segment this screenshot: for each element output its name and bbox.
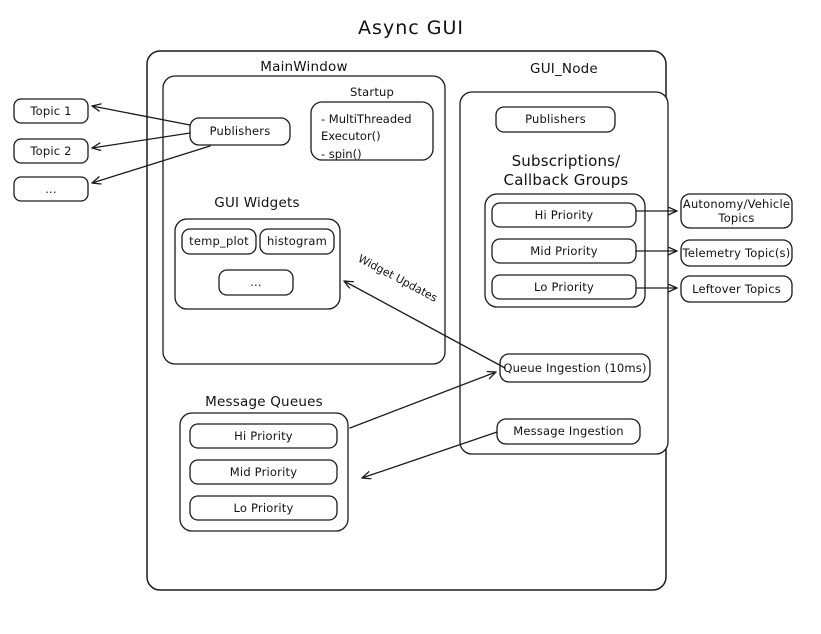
edge-publishers-to-topic-1 (91, 106, 191, 126)
message-ingestion-label[interactable]: Message Ingestion (513, 424, 624, 439)
message-queues-title: Message Queues (205, 393, 323, 410)
subscriptions-title: Subscriptions/ Callback Groups (503, 151, 629, 190)
main-window-publishers-label[interactable]: Publishers (209, 124, 271, 139)
widget-ellipsis-label[interactable]: ... (250, 275, 262, 290)
gui-node-title: GUI_Node (530, 60, 598, 77)
topic-1-label[interactable]: Topic 1 (30, 103, 72, 118)
page-title: Async GUI (358, 17, 464, 40)
topic-2-label[interactable]: Topic 2 (30, 143, 72, 158)
main-window-title: MainWindow (260, 58, 348, 75)
message-queue-mid-priority-label[interactable]: Mid Priority (229, 464, 298, 479)
gui-widgets-title: GUI Widgets (214, 194, 300, 211)
autonomy-vehicle-topics-label[interactable]: Autonomy/Vehicle Topics (682, 196, 791, 225)
widget-histogram-label[interactable]: histogram (266, 234, 328, 249)
edge-publishers-to-topic-2 (91, 132, 191, 148)
topic-ellipsis-label[interactable]: ... (45, 181, 57, 196)
gui-node-panel (459, 91, 669, 455)
edge-message-queues-to-queue-ingestion (349, 372, 497, 429)
startup-title: Startup (349, 84, 395, 99)
startup-steps-list: - MultiThreaded Executor() - spin() (321, 112, 412, 161)
subscription-lo-priority-label[interactable]: Lo Priority (533, 279, 595, 294)
queue-ingestion-label[interactable]: Queue Ingestion (10ms) (503, 360, 647, 375)
message-queue-hi-priority-label[interactable]: Hi Priority (234, 428, 293, 443)
edge-message-ingestion-to-message-queues (361, 431, 498, 478)
widget-updates-edge-label: Widget Updates (355, 252, 440, 305)
widget-temp-plot-label[interactable]: temp_plot (189, 234, 249, 249)
subscription-hi-priority-label[interactable]: Hi Priority (534, 207, 594, 222)
edge-publishers-to-topic-ellipsis (91, 145, 211, 183)
gui-node-publishers-label[interactable]: Publishers (525, 112, 586, 127)
leftover-topics-label[interactable]: Leftover Topics (692, 281, 781, 296)
subscription-mid-priority-label[interactable]: Mid Priority (530, 243, 598, 258)
message-queue-lo-priority-label[interactable]: Lo Priority (233, 500, 294, 515)
telemetry-topics-label[interactable]: Telemetry Topic(s) (682, 245, 791, 260)
